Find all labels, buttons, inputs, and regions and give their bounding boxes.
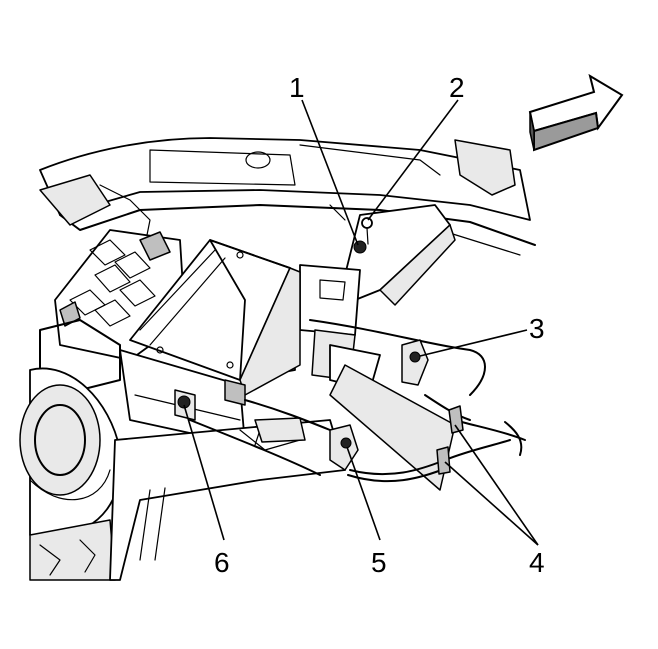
harness-clip-4b bbox=[436, 446, 451, 475]
callout-4: 4 bbox=[529, 547, 545, 578]
ground-bolt-2 bbox=[361, 217, 373, 245]
callout-2: 2 bbox=[449, 72, 465, 103]
callout-6: 6 bbox=[214, 547, 230, 578]
mounting-bracket bbox=[299, 204, 456, 491]
frame-crossmember bbox=[39, 137, 536, 256]
callout-5: 5 bbox=[371, 547, 387, 578]
ground-terminal-3 bbox=[401, 339, 429, 386]
callout-1: 1 bbox=[289, 72, 305, 103]
direction-arrow-icon bbox=[528, 73, 624, 152]
leader-lines bbox=[183, 99, 539, 546]
ground-terminal-5 bbox=[329, 424, 359, 471]
callout-3: 3 bbox=[529, 313, 545, 344]
spare-tire bbox=[19, 367, 122, 581]
ground-bolt-6 bbox=[177, 395, 191, 409]
harness-clip-4a bbox=[448, 405, 464, 434]
ground-bolt-1 bbox=[353, 240, 367, 254]
